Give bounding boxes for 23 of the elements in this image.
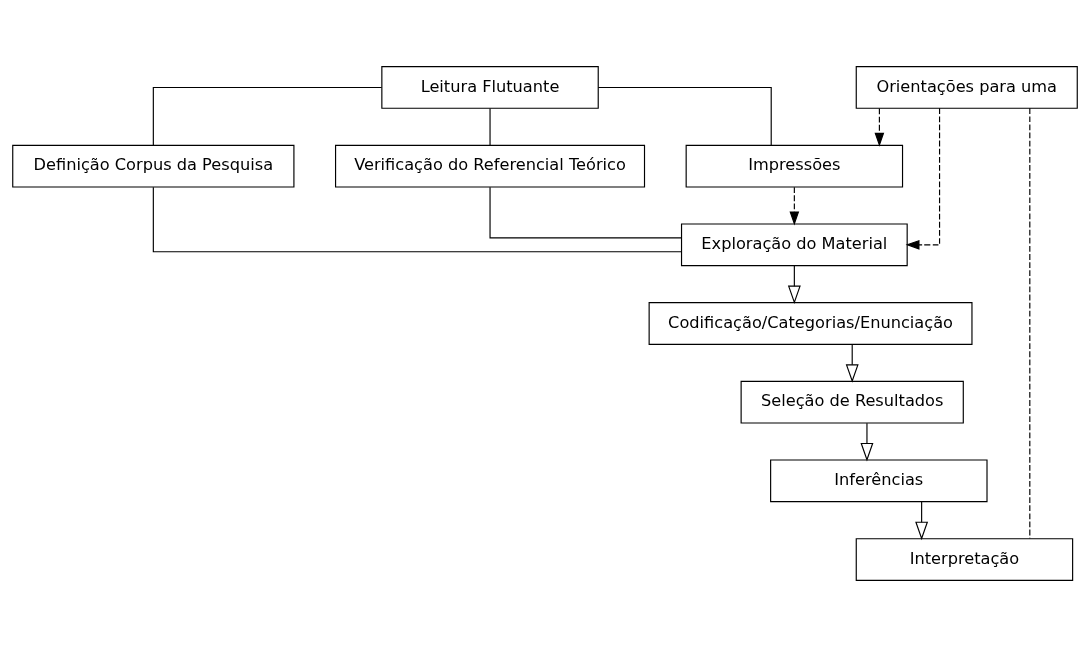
node-box: Impressões [685, 144, 904, 188]
arrow [789, 186, 800, 225]
node-box: Interpretação [855, 537, 1074, 581]
arrow [787, 264, 801, 304]
connector [152, 86, 383, 146]
node-box: Verificação do Referencial Teórico [335, 144, 646, 188]
connector [152, 186, 682, 252]
arrow [905, 107, 941, 250]
node-box: Inferências [770, 458, 988, 502]
connector [489, 186, 683, 238]
connector [597, 86, 772, 146]
node-box: Leitura Flutuante [381, 65, 599, 109]
node-box: Orientações para uma [855, 65, 1078, 109]
connector [489, 107, 491, 146]
node-box: Codificação/Categorias/Enunciação [648, 301, 973, 345]
node-box: Definição Corpus da Pesquisa [12, 144, 295, 188]
node-box: Exploração do Material [680, 222, 908, 266]
connector [1029, 107, 1031, 539]
arrow [915, 500, 929, 540]
arrow [874, 107, 885, 147]
arrow [845, 343, 859, 383]
node-box: Seleção de Resultados [740, 380, 964, 424]
arrow [860, 422, 874, 461]
